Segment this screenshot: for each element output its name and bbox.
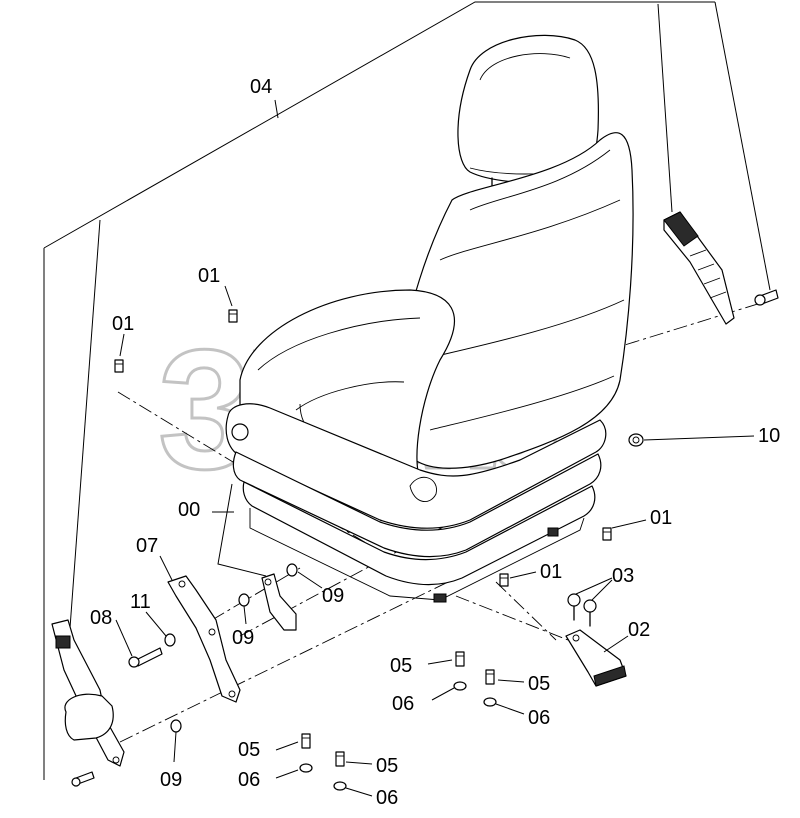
suspension-lower (242, 481, 596, 586)
bolt-05-b (485, 669, 495, 685)
callout-08: 08 (90, 607, 112, 629)
bolt-01-top (228, 309, 238, 323)
callout-05-upper-right: 05 (528, 673, 550, 695)
lever-bolt (754, 289, 779, 306)
bolt-08 (128, 647, 163, 668)
callout-10: 10 (758, 425, 780, 447)
nut-10 (628, 433, 644, 447)
callout-06-lower-right: 06 (376, 787, 398, 809)
washer-06-d (333, 781, 347, 791)
callout-04: 04 (250, 76, 272, 98)
bracket-07 (167, 575, 241, 703)
callout-06-lower-left: 06 (238, 769, 260, 791)
bolt-05-a (455, 651, 465, 667)
callout-01-right: 01 (650, 507, 672, 529)
washer-06-a (453, 681, 467, 691)
callout-05-upper-left: 05 (390, 655, 412, 677)
bolt-belt-bottom (71, 771, 95, 787)
callout-03: 03 (612, 565, 634, 587)
bracket-00 (212, 483, 267, 577)
washer-09-c (170, 719, 182, 733)
callout-06-upper-left: 06 (392, 693, 414, 715)
washer-09-a (238, 593, 250, 607)
operator-seat (225, 34, 634, 603)
callout-07: 07 (136, 535, 158, 557)
callout-01-left: 01 (112, 313, 134, 335)
side-lever (663, 211, 735, 325)
washer-06-c (299, 763, 313, 773)
washer-11 (164, 633, 176, 647)
leader-lines (115, 285, 755, 797)
callout-02: 02 (628, 619, 650, 641)
callout-05-lower-left: 05 (238, 739, 260, 761)
suspension-middle (232, 451, 602, 558)
washer-09-b (286, 563, 298, 577)
callout-labels: 04 01 01 10 00 01 07 01 03 09 11 08 02 0… (90, 76, 780, 809)
callout-01-top: 01 (198, 265, 220, 287)
bolt-01-left (114, 359, 124, 373)
callout-05-lower-right: 05 (376, 755, 398, 777)
seat-belt-retractor (51, 619, 125, 767)
bolt-05-d (335, 751, 345, 767)
bolts-03 (567, 593, 597, 627)
callout-11: 11 (130, 591, 151, 613)
bolt-01-right (602, 527, 612, 541)
bracket-04 (43, 1, 771, 780)
callout-09-middle: 09 (232, 627, 254, 649)
callout-06-upper-right: 06 (528, 707, 550, 729)
washer-06-b (483, 697, 497, 707)
bolt-01-bottom (499, 573, 509, 587)
callout-09-upper: 09 (322, 585, 344, 607)
belt-buckle-bracket (261, 573, 297, 631)
callout-09-lower: 09 (160, 769, 182, 791)
callout-00: 00 (178, 499, 200, 521)
bolt-05-c (301, 733, 311, 749)
callout-01-bottom: 01 (540, 561, 562, 583)
plate-02 (565, 629, 627, 687)
